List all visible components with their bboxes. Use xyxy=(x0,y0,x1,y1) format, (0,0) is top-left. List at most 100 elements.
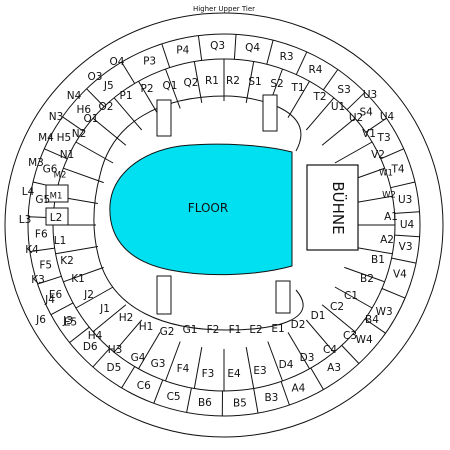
section-d5[interactable]: D5 xyxy=(107,362,122,374)
section-e1[interactable]: E1 xyxy=(271,323,284,335)
section-w1[interactable]: W1 xyxy=(379,169,393,179)
section-a1[interactable]: A1 xyxy=(384,211,398,223)
section-a4[interactable]: A4 xyxy=(291,383,305,395)
section-u4[interactable]: U4 xyxy=(400,219,415,231)
section-p3[interactable]: P3 xyxy=(143,56,156,68)
section-j5[interactable]: J5 xyxy=(103,80,114,92)
section-b5[interactable]: B5 xyxy=(233,397,247,409)
section-k1[interactable]: K1 xyxy=(71,273,85,285)
section-m4[interactable]: M4 xyxy=(38,132,54,144)
section-m3[interactable]: M3 xyxy=(28,157,44,169)
section-n4[interactable]: N4 xyxy=(67,90,82,102)
section-d3[interactable]: D3 xyxy=(300,352,315,364)
section-p2[interactable]: P2 xyxy=(140,83,153,95)
section-d1[interactable]: D1 xyxy=(311,310,326,322)
section-l2[interactable]: L2 xyxy=(50,212,63,224)
section-u3[interactable]: U3 xyxy=(363,89,377,101)
section-o2[interactable]: O2 xyxy=(99,101,114,113)
section-f4[interactable]: F4 xyxy=(177,363,190,375)
section-d6[interactable]: D6 xyxy=(83,341,98,353)
section-r1[interactable]: R1 xyxy=(205,75,219,87)
section-n1[interactable]: N1 xyxy=(60,149,75,161)
section-p1[interactable]: P1 xyxy=(119,90,132,102)
section-l3[interactable]: L3 xyxy=(19,214,32,226)
section-f1[interactable]: F1 xyxy=(229,324,242,336)
section-s1[interactable]: S1 xyxy=(248,76,261,88)
section-g4[interactable]: G4 xyxy=(131,352,146,364)
section-g6[interactable]: G6 xyxy=(43,164,58,176)
section-j6[interactable]: J6 xyxy=(35,314,46,326)
section-t3[interactable]: T3 xyxy=(377,132,391,144)
section-m1[interactable]: M1 xyxy=(50,192,63,202)
section-c1[interactable]: C1 xyxy=(344,290,358,302)
section-c3[interactable]: C3 xyxy=(343,330,357,342)
section-d4[interactable]: D4 xyxy=(279,359,294,371)
section-j1[interactable]: J1 xyxy=(99,303,110,315)
section-t4[interactable]: T4 xyxy=(390,164,404,176)
section-e5[interactable]: E5 xyxy=(64,317,77,329)
section-h3[interactable]: H3 xyxy=(108,344,123,356)
section-b4[interactable]: B4 xyxy=(365,314,379,326)
section-n3[interactable]: N3 xyxy=(49,111,64,123)
section-o4[interactable]: O4 xyxy=(110,56,125,68)
section-g1[interactable]: G1 xyxy=(183,324,198,336)
section-s3[interactable]: S3 xyxy=(337,84,350,96)
section-l1[interactable]: L1 xyxy=(54,235,67,247)
section-o1[interactable]: O1 xyxy=(84,113,99,125)
section-t2[interactable]: T2 xyxy=(312,91,326,103)
section-f6[interactable]: F6 xyxy=(35,228,48,240)
section-g2[interactable]: G2 xyxy=(160,326,175,338)
section-u1[interactable]: U1 xyxy=(331,101,345,113)
section-u3[interactable]: U3 xyxy=(398,194,412,206)
section-h1[interactable]: H1 xyxy=(139,321,154,333)
section-c5[interactable]: C5 xyxy=(167,391,181,403)
section-p4[interactable]: P4 xyxy=(176,45,189,57)
section-e3[interactable]: E3 xyxy=(253,365,266,377)
section-e6[interactable]: E6 xyxy=(49,289,63,301)
section-k2[interactable]: K2 xyxy=(60,255,74,267)
section-q1[interactable]: Q1 xyxy=(163,80,178,92)
section-c4[interactable]: C4 xyxy=(323,344,337,356)
section-k3[interactable]: K3 xyxy=(31,274,45,286)
section-q4[interactable]: Q4 xyxy=(245,42,260,54)
section-b2[interactable]: B2 xyxy=(360,273,374,285)
section-f5[interactable]: F5 xyxy=(39,259,52,271)
section-e4[interactable]: E4 xyxy=(227,368,241,380)
section-s4[interactable]: S4 xyxy=(360,106,374,118)
section-d2[interactable]: D2 xyxy=(291,319,306,331)
section-q3[interactable]: Q3 xyxy=(210,40,225,52)
section-w2[interactable]: W2 xyxy=(382,191,396,201)
section-j2[interactable]: J2 xyxy=(83,289,94,301)
section-v3[interactable]: V3 xyxy=(399,241,413,253)
section-a3[interactable]: A3 xyxy=(327,362,341,374)
section-n2[interactable]: N2 xyxy=(72,128,87,140)
section-j4[interactable]: J4 xyxy=(44,294,55,306)
section-c2[interactable]: C2 xyxy=(330,301,344,313)
section-r3[interactable]: R3 xyxy=(280,51,294,63)
section-f2[interactable]: F2 xyxy=(207,324,220,336)
section-b1[interactable]: B1 xyxy=(371,254,385,266)
section-v4[interactable]: V4 xyxy=(393,268,407,280)
section-o3[interactable]: O3 xyxy=(88,71,103,83)
section-b3[interactable]: B3 xyxy=(264,392,278,404)
section-h5[interactable]: H5 xyxy=(57,132,72,144)
section-u2[interactable]: U2 xyxy=(349,112,363,124)
section-r4[interactable]: R4 xyxy=(309,64,323,76)
section-v1[interactable]: V1 xyxy=(362,128,376,140)
section-h6[interactable]: H6 xyxy=(77,104,92,116)
section-t1[interactable]: T1 xyxy=(290,82,304,94)
section-l4[interactable]: L4 xyxy=(22,186,35,198)
section-g5[interactable]: G5 xyxy=(35,194,50,206)
section-b6[interactable]: B6 xyxy=(198,397,212,409)
section-k4[interactable]: K4 xyxy=(25,244,39,256)
section-j3[interactable]: J3 xyxy=(62,315,73,327)
section-f3[interactable]: F3 xyxy=(202,368,215,380)
section-h4[interactable]: H4 xyxy=(88,330,103,342)
section-w3[interactable]: W3 xyxy=(376,306,393,318)
section-m2[interactable]: M2 xyxy=(54,171,67,181)
section-a2[interactable]: A2 xyxy=(380,234,394,246)
section-v2[interactable]: V2 xyxy=(371,149,385,161)
section-g3[interactable]: G3 xyxy=(151,358,166,370)
section-w4[interactable]: W4 xyxy=(356,334,373,346)
section-r2[interactable]: R2 xyxy=(226,75,240,87)
